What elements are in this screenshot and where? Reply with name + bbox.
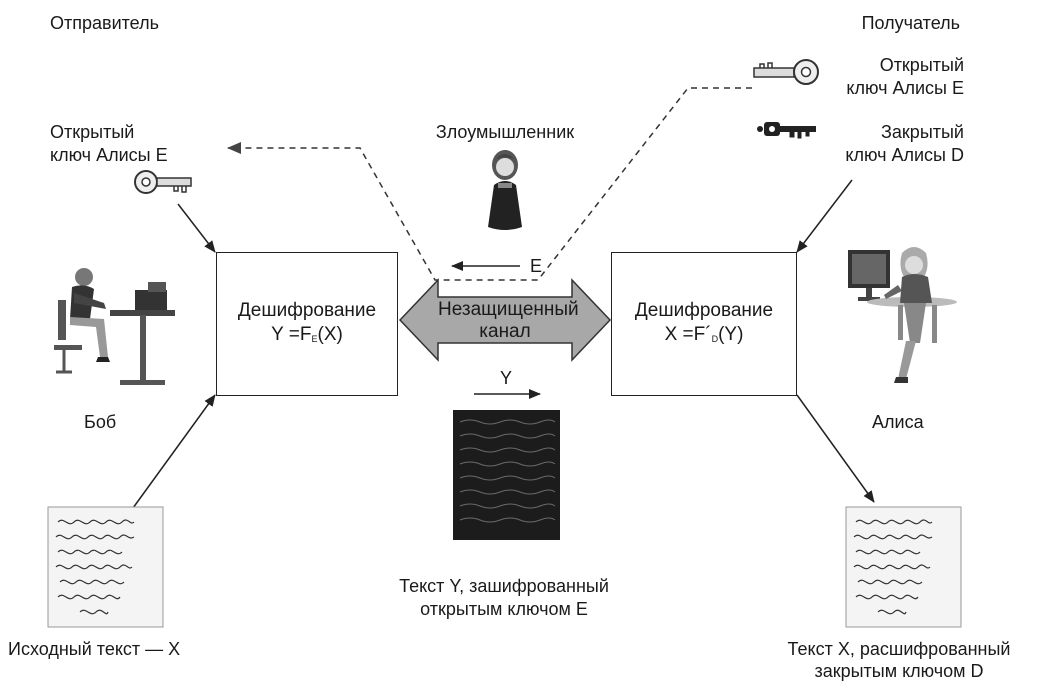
arrow-source-to-box [132, 394, 216, 509]
public-key-icon-right [753, 59, 819, 85]
channel-label-line2: канал [479, 321, 531, 342]
decrypt-box-left: Дешифрование Y =FE(X) [216, 252, 398, 396]
channel-label-line1: Незащищенный [438, 299, 579, 320]
decrypt-box-right: Дешифрование X =F´D(Y) [611, 252, 797, 396]
attacker-figure [488, 150, 522, 230]
decrypt-right-formula-sub: D [711, 334, 719, 344]
decrypt-left-formula-suffix: (X) [317, 324, 343, 345]
bob-label: Боб [84, 412, 117, 432]
source-text-image [47, 506, 164, 628]
insecure-channel-shape [398, 278, 612, 362]
receiver-label: Получатель [861, 13, 960, 33]
alice-figure [848, 247, 957, 383]
ciphertext-image [453, 410, 560, 540]
attacker-label: Злоумышленник [435, 122, 575, 142]
arrow-box-to-decrypted [796, 394, 875, 503]
arrow-e-label: E [530, 256, 543, 276]
public-key-icon-left [134, 170, 192, 194]
decrypted-text-image [845, 506, 962, 628]
decrypted-caption-line2: закрытым ключом D [814, 661, 984, 681]
public-key-left-label-line1: Открытый [50, 122, 135, 142]
private-key-label-line2: ключ Алисы D [845, 145, 964, 165]
alice-label: Алиса [872, 412, 924, 432]
public-key-right-label-line1: Открытый [879, 55, 964, 75]
arrow-y-label: Y [500, 368, 513, 388]
bob-figure [54, 268, 175, 385]
cipher-caption-line2: открытым ключом E [420, 599, 588, 619]
public-key-left-label-line2: ключ Алисы E [50, 145, 168, 165]
cipher-caption-line1: Текст Y, зашифрованный [399, 576, 609, 596]
private-key-icon [757, 122, 816, 139]
sender-label: Отправитель [50, 13, 159, 33]
decrypt-left-formula-prefix: Y =F [271, 324, 312, 345]
decrypt-right-title: Дешифрование [634, 300, 774, 321]
source-caption: Исходный текст — X [8, 639, 181, 659]
arrow-left-key-to-box [177, 203, 216, 253]
decrypt-left-formula-sub: E [311, 334, 318, 344]
public-key-right-label-line2: ключ Алисы E [846, 78, 964, 98]
decrypted-caption-line1: Текст X, расшифрованный [787, 639, 1011, 659]
decrypt-left-formula: Y =FE(X) [217, 324, 397, 350]
private-key-label-line1: Закрытый [881, 122, 964, 142]
public-key-transfer-dashed-line [227, 87, 752, 281]
decrypt-right-formula: X =F´D(Y) [612, 324, 796, 350]
decrypt-left-title: Дешифрование [237, 300, 377, 321]
decrypt-right-formula-suffix: (Y) [718, 324, 744, 345]
decrypt-right-formula-prefix: X =F´ [664, 324, 712, 345]
arrow-private-key-to-box [796, 179, 853, 253]
